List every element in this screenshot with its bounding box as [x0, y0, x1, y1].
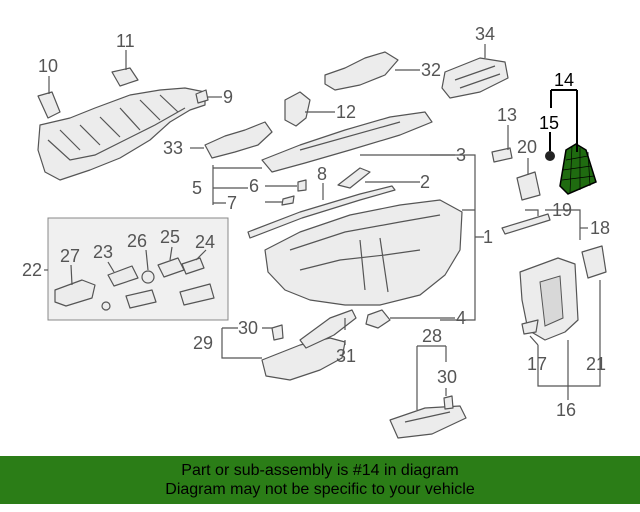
callout-5: 5	[192, 178, 202, 198]
callout-13: 13	[497, 105, 517, 125]
vent-part-24[interactable]	[181, 257, 205, 275]
trim-part-19[interactable]	[501, 213, 551, 235]
callout-18: 18	[590, 218, 610, 238]
callout-15: 15	[539, 113, 559, 133]
callout-7: 7	[227, 193, 237, 213]
callout-30: 30	[238, 318, 258, 338]
bracket-part-11[interactable]	[111, 67, 139, 87]
panel-part-24b[interactable]	[179, 283, 215, 306]
callout-17: 17	[527, 354, 547, 374]
airbag-part-34[interactable]	[441, 57, 509, 99]
strip-part-8[interactable]	[247, 185, 396, 239]
bracket-part-10[interactable]	[37, 91, 61, 119]
clip-part-30b[interactable]	[443, 395, 454, 410]
callout-20: 20	[517, 137, 537, 157]
clip-part-30[interactable]	[271, 324, 284, 341]
instrument-panel-part-1[interactable]	[264, 199, 463, 306]
callout-9: 9	[223, 87, 233, 107]
trim-part-20[interactable]	[516, 171, 541, 201]
clip-part-7[interactable]	[281, 195, 295, 206]
callout-21: 21	[586, 354, 606, 374]
bracket-part-22a[interactable]	[125, 289, 157, 309]
bracket-part-33[interactable]	[204, 121, 273, 159]
callout-33: 33	[163, 138, 183, 158]
knob-part-22b[interactable]	[101, 301, 111, 311]
callout-26: 26	[127, 231, 147, 251]
callout-30b: 30	[437, 367, 457, 387]
bracket-part-31[interactable]	[299, 309, 357, 349]
callout-32: 32	[421, 60, 441, 80]
bracket-part-32[interactable]	[324, 51, 399, 91]
callout-25: 25	[160, 227, 180, 247]
callout-19: 19	[552, 200, 572, 220]
callout-23: 23	[93, 242, 113, 262]
callout-24: 24	[195, 232, 215, 252]
tray-part-28[interactable]	[389, 405, 467, 439]
callout-29: 29	[193, 333, 213, 353]
callout-6: 6	[249, 176, 259, 196]
bracket-part-12[interactable]	[284, 91, 311, 127]
clip-part-17[interactable]	[521, 319, 539, 335]
parts-diagram: 1 2 3 4 5 6 7 8 9 10 11 12 13 14 15 16 1…	[22, 24, 610, 439]
callout-8: 8	[317, 164, 327, 184]
switch-part-23[interactable]	[107, 265, 139, 287]
clip-part-9[interactable]	[195, 89, 209, 104]
callout-28: 28	[422, 326, 442, 346]
banner-line-2: Diagram may not be specific to your vehi…	[165, 481, 475, 498]
instrument-panel-frame-part[interactable]	[37, 87, 206, 181]
screw-part-15[interactable]	[545, 151, 555, 161]
callout-27: 27	[60, 246, 80, 266]
ring-part-26[interactable]	[141, 270, 155, 284]
clip-part-13[interactable]	[491, 147, 513, 163]
callout-22: 22	[22, 260, 42, 280]
notice-banner: Part or sub-assembly is #14 in diagram D…	[0, 456, 640, 504]
bracket-part-4[interactable]	[365, 309, 391, 329]
top-pad-part-3[interactable]	[261, 111, 433, 173]
callout-14: 14	[554, 70, 574, 90]
panel-part-21[interactable]	[581, 245, 607, 279]
console-bezel-part-16[interactable]	[519, 257, 579, 341]
callout-11: 11	[116, 31, 135, 51]
clip-part-6[interactable]	[297, 179, 307, 192]
callout-34: 34	[475, 24, 495, 44]
callout-1: 1	[483, 227, 493, 247]
banner-line-1: Part or sub-assembly is #14 in diagram	[181, 462, 459, 479]
callout-4: 4	[456, 308, 466, 328]
callout-16: 16	[556, 400, 576, 420]
callout-12: 12	[336, 102, 356, 122]
highlighted-part-14[interactable]	[559, 143, 597, 195]
callout-31: 31	[336, 346, 356, 366]
trim-part-2[interactable]	[337, 167, 371, 189]
callout-2: 2	[420, 172, 430, 192]
callout-10: 10	[38, 56, 58, 76]
bracket-part-27[interactable]	[54, 279, 96, 307]
leader-lines	[44, 44, 601, 410]
callout-3: 3	[456, 145, 466, 165]
